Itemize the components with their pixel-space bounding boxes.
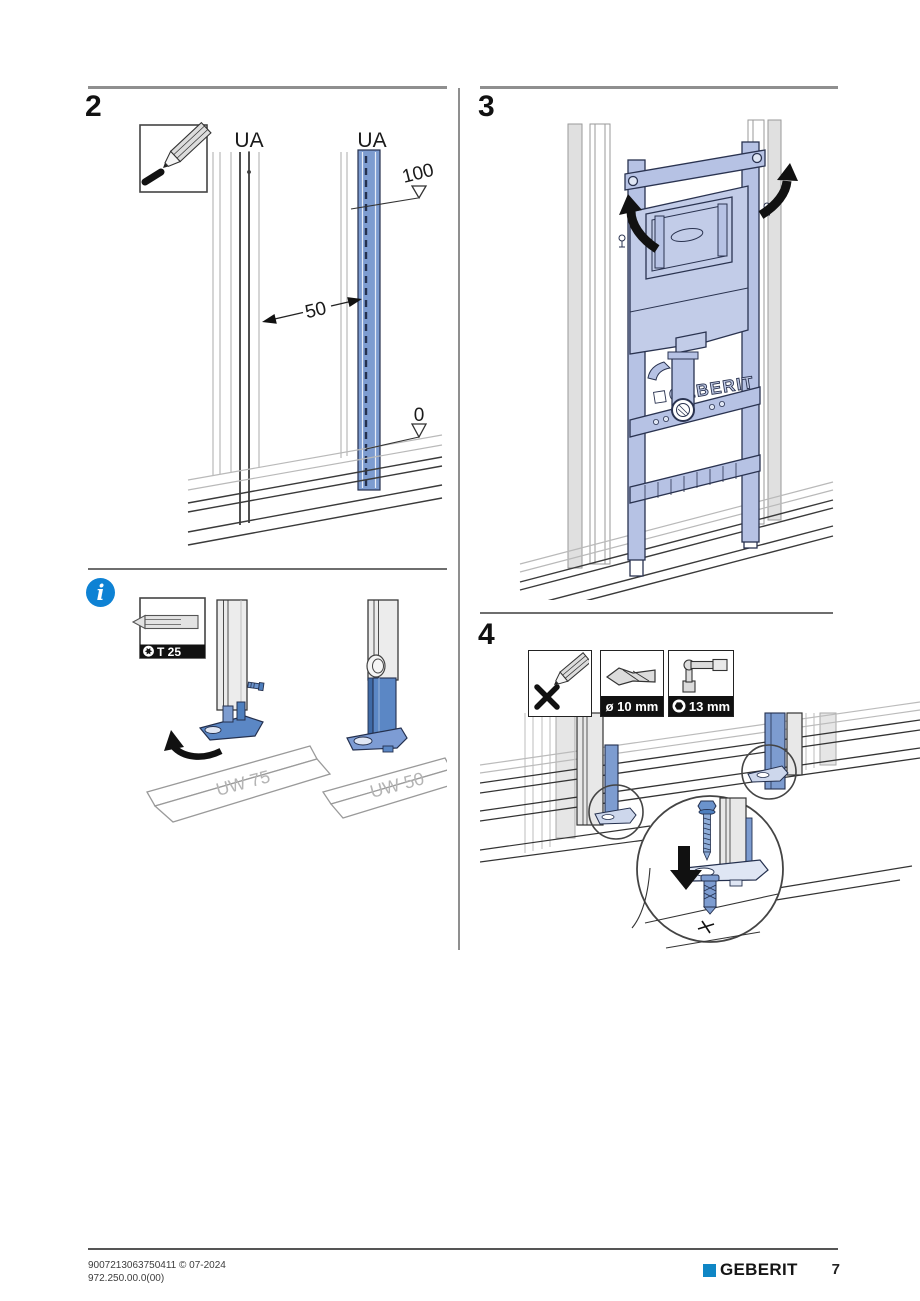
wall-plug xyxy=(700,874,720,915)
step3-number: 3 xyxy=(478,90,495,123)
page-number: 7 xyxy=(831,1261,840,1278)
fig2-marking-diagram: UA UA 100 50 xyxy=(139,121,443,546)
stud-lines-right xyxy=(340,152,348,458)
geberit-logo: GEBERIT xyxy=(703,1260,798,1280)
geberit-logo-square xyxy=(703,1263,716,1277)
step3-footer-rule xyxy=(480,612,833,614)
tool-drill-box: ø 10 mm xyxy=(600,650,664,717)
step2-footer-rule xyxy=(88,568,447,570)
rail-uw50: UW 50 xyxy=(321,757,447,819)
rotate-arrow-icon-left xyxy=(619,194,660,253)
marked-ua-profile xyxy=(357,149,381,491)
leg-left xyxy=(576,712,619,826)
level-triangle-icon xyxy=(410,185,428,200)
drill-size-label: ø 10 mm xyxy=(605,698,659,714)
dim-100-label: 100 xyxy=(400,160,436,188)
loose-foot-plate xyxy=(198,701,264,741)
floor-x-mark xyxy=(697,920,715,934)
drill-bit-icon xyxy=(605,667,656,686)
fig-info-foot-mounting: T 25 UW 75 xyxy=(131,597,447,823)
fixing-screw xyxy=(697,800,717,861)
geberit-logo-text: GEBERIT xyxy=(720,1260,798,1279)
step3-header-rule xyxy=(480,86,838,89)
torx-t25-icon: T 25 xyxy=(131,597,206,659)
floor-lines xyxy=(187,434,443,546)
fig3-frame-installation: GEBERIT xyxy=(519,119,834,600)
tool-pencil-box xyxy=(528,650,592,717)
step2-header-rule xyxy=(88,86,447,89)
socket-size-bar: 13 mm xyxy=(669,696,733,716)
footer-doc-info: 9007213063750411 © 07-2024 972.250.00.0(… xyxy=(88,1259,226,1285)
leg-left xyxy=(216,599,248,711)
pencil-icon xyxy=(139,121,212,193)
dimension-0: 0 xyxy=(365,405,428,450)
socket-size-label: 13 mm xyxy=(688,698,731,714)
duofix-frame: GEBERIT xyxy=(618,141,771,577)
down-arrow-icon xyxy=(670,846,702,890)
fig4-floor-fixing xyxy=(480,701,920,949)
floor-lines xyxy=(480,701,920,901)
tool-socket-box: 13 mm xyxy=(668,650,734,717)
socket-wrench-icon xyxy=(682,658,728,693)
ua-label-right: UA xyxy=(357,129,386,152)
ua-label-left: UA xyxy=(234,129,263,152)
info-icon: i xyxy=(86,578,115,607)
magnified-foot-detail xyxy=(631,795,784,949)
footer-doc-id: 9007213063750411 © 07-2024 xyxy=(88,1260,226,1271)
leg-right xyxy=(346,599,408,753)
level-triangle-icon xyxy=(410,423,428,439)
rail-uw75: UW 75 xyxy=(146,745,332,823)
dim-50-label: 50 xyxy=(303,298,328,323)
footer-rule xyxy=(88,1248,838,1250)
dim-0-label: 0 xyxy=(414,405,425,426)
column-divider xyxy=(458,88,460,950)
step2-number: 2 xyxy=(85,90,102,123)
drill-size-bar: ø 10 mm xyxy=(601,696,663,716)
pencil-cross-icon xyxy=(534,652,592,710)
detail-circle-left xyxy=(588,784,644,840)
footer-article-no: 972.250.00.0(00) xyxy=(88,1273,165,1284)
stud-lines-left xyxy=(212,152,260,525)
step4-number: 4 xyxy=(478,618,495,651)
dimension-50: 50 xyxy=(262,297,362,324)
hex-socket-icon xyxy=(672,699,686,713)
info-glyph: i xyxy=(96,580,105,605)
torx-size-label: T 25 xyxy=(157,645,181,659)
foot-screw xyxy=(247,681,265,692)
rotate-arrow-icon xyxy=(164,730,223,760)
detail-circle-right xyxy=(741,744,797,800)
rotate-arrow-icon-right xyxy=(758,163,798,219)
floor-lines xyxy=(519,481,834,600)
